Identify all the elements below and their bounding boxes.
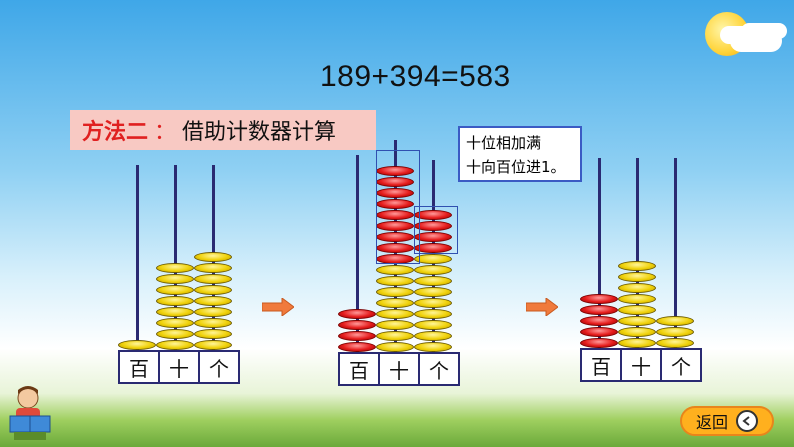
bead: [376, 320, 414, 330]
bead: [656, 327, 694, 337]
method-desc-2: 计数器计算: [226, 120, 337, 145]
rod-ones: [674, 158, 677, 350]
back-button-label: 返回: [696, 413, 729, 432]
bead: [618, 294, 656, 304]
bead: [656, 338, 694, 348]
bead: [414, 276, 452, 286]
bead: [414, 265, 452, 275]
method-colon: ：: [154, 120, 177, 145]
bead: [376, 265, 414, 275]
cloud-icon: [730, 30, 782, 52]
bead: [618, 327, 656, 337]
bead: [580, 316, 618, 326]
bead: [376, 309, 414, 319]
label-tens: 十: [160, 352, 200, 382]
bead: [414, 309, 452, 319]
rod-hundreds: [356, 155, 359, 352]
abacus-base: 百 十 个: [338, 352, 460, 386]
bead: [618, 261, 656, 271]
bead: [156, 296, 194, 306]
rod-hundreds: [136, 165, 139, 352]
rod-tens: [636, 158, 639, 350]
carry-note-line2: 十向百位进1。: [466, 158, 566, 176]
method-desc-1: 借助: [182, 120, 227, 145]
bead: [376, 331, 414, 341]
bead: [156, 263, 194, 273]
bead: [194, 296, 232, 306]
abacus-base: 百 十 个: [580, 348, 702, 382]
bead: [414, 287, 452, 297]
bead: [156, 307, 194, 317]
bead: [156, 340, 194, 350]
bead: [618, 283, 656, 293]
bead: [414, 320, 452, 330]
bead: [194, 285, 232, 295]
carry-note: 十位相加满 十向百位进1。: [458, 126, 582, 182]
label-ones: 个: [209, 356, 229, 381]
bead: [580, 294, 618, 304]
bead: [194, 274, 232, 284]
label-hundreds: 百: [120, 352, 160, 382]
bead: [376, 342, 414, 352]
arrow-right-icon: [526, 298, 558, 316]
bead: [338, 342, 376, 352]
carry-note-line1: 十位相加满: [466, 134, 542, 152]
equation: 189+394=583: [320, 60, 511, 93]
label-hundreds: 百: [582, 350, 622, 380]
bead: [580, 305, 618, 315]
back-arrow-icon: [736, 410, 759, 432]
back-button[interactable]: 返回: [680, 406, 774, 436]
bead: [618, 272, 656, 282]
bead: [118, 340, 156, 350]
bead: [376, 287, 414, 297]
reading-child-icon: [9, 386, 51, 440]
highlight-ones-carry: [414, 206, 458, 254]
bead: [618, 305, 656, 315]
bead: [376, 298, 414, 308]
bead: [580, 338, 618, 348]
bead: [194, 263, 232, 273]
abacus-base: 百 十 个: [118, 350, 240, 384]
bead: [618, 316, 656, 326]
bead: [194, 340, 232, 350]
rod-hundreds: [598, 158, 601, 350]
bead: [194, 252, 232, 262]
bead: [656, 316, 694, 326]
bead: [414, 342, 452, 352]
bead: [580, 327, 618, 337]
bead: [414, 331, 452, 341]
method-label: 方法二: [82, 120, 149, 145]
label-hundreds: 百: [340, 354, 380, 384]
method-title: 方法二 ： 借助 计数器计算: [70, 110, 376, 150]
bead: [338, 309, 376, 319]
bead: [156, 285, 194, 295]
bead: [156, 318, 194, 328]
bead: [414, 298, 452, 308]
bead: [156, 274, 194, 284]
bead: [156, 329, 194, 339]
rod-tens: [174, 165, 177, 352]
arrow-right-icon: [262, 298, 294, 316]
bead: [618, 338, 656, 348]
bead: [194, 307, 232, 317]
bead: [338, 331, 376, 341]
bead: [376, 276, 414, 286]
bead: [194, 318, 232, 328]
highlight-tens-carry: [376, 150, 420, 264]
label-ones: 个: [429, 358, 449, 383]
bead: [338, 320, 376, 330]
label-tens: 十: [622, 350, 662, 380]
bead: [414, 254, 452, 264]
label-ones: 个: [671, 354, 691, 379]
label-tens: 十: [380, 354, 420, 384]
bead: [194, 329, 232, 339]
